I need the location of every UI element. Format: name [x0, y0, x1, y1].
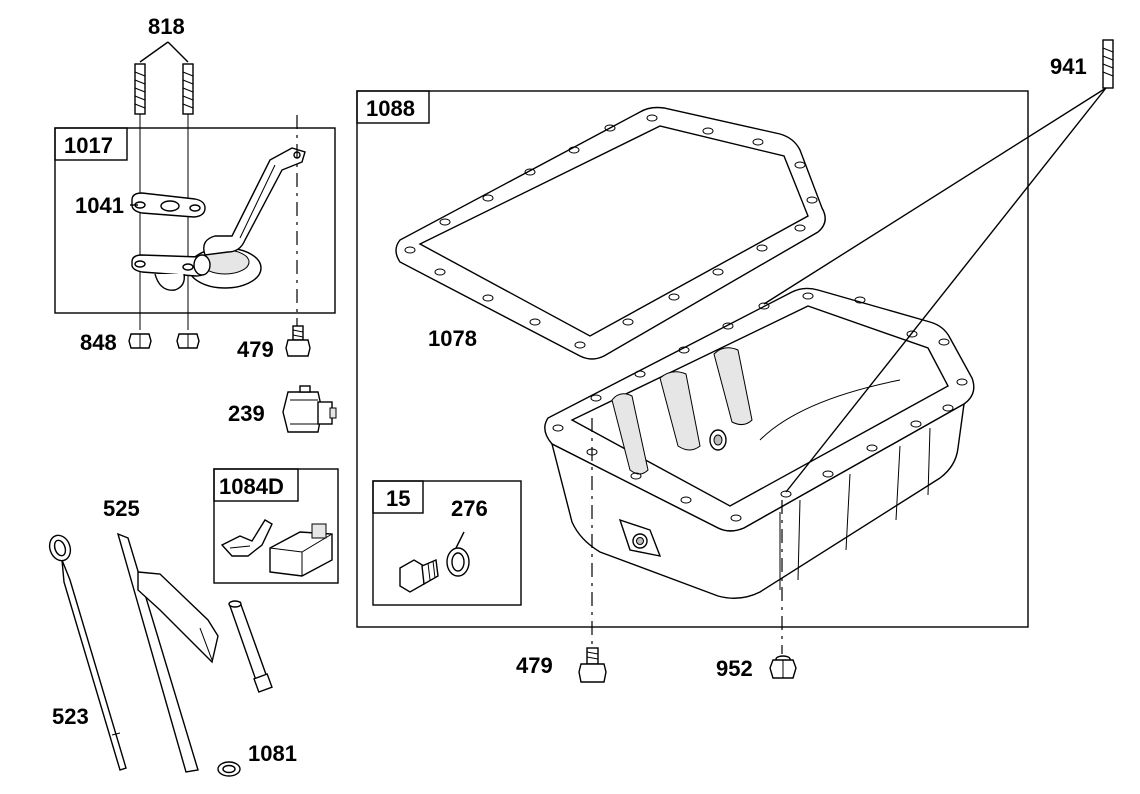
- callout-523[interactable]: 523: [52, 704, 89, 729]
- terminal-1084d[interactable]: [220, 519, 273, 557]
- callout-276[interactable]: 276: [451, 496, 488, 521]
- callout-1017[interactable]: 1017: [64, 133, 113, 158]
- plug-952[interactable]: [769, 655, 797, 679]
- stud-941[interactable]: [1102, 39, 1114, 89]
- callout-941[interactable]: 941: [1050, 54, 1087, 79]
- stud-818-right[interactable]: [182, 63, 194, 115]
- group-tag-1017: [54, 127, 128, 161]
- bolt-479-left[interactable]: [285, 325, 311, 357]
- sensor-239[interactable]: [282, 385, 337, 433]
- oil-pickup-1017[interactable]: [131, 147, 306, 291]
- gasket-1078[interactable]: [395, 106, 826, 360]
- callout-15[interactable]: 15: [386, 486, 410, 511]
- washer-276[interactable]: [446, 547, 470, 577]
- nut-848-right[interactable]: [176, 333, 200, 349]
- callout-818[interactable]: 818: [148, 14, 185, 39]
- callout-239[interactable]: 239: [228, 401, 265, 426]
- gasket-holes: [404, 114, 818, 349]
- group-box-15: [372, 480, 522, 606]
- pan-holes: [552, 292, 968, 522]
- leader-276: [455, 531, 465, 549]
- callout-479-left[interactable]: 479: [237, 337, 274, 362]
- callout-1084d[interactable]: 1084D: [219, 474, 284, 499]
- gasket-1041[interactable]: [131, 192, 206, 218]
- callout-952[interactable]: 952: [716, 656, 753, 681]
- group-tag-1084d: [213, 468, 299, 502]
- callout-1088[interactable]: 1088: [366, 96, 415, 121]
- stud-818-left[interactable]: [134, 63, 146, 115]
- dipstick-523[interactable]: [46, 532, 127, 771]
- connector-1084d[interactable]: [269, 523, 333, 577]
- dipstick-tube-525[interactable]: [116, 532, 219, 773]
- group-box-1017: [54, 127, 336, 314]
- nut-848-left[interactable]: [128, 333, 152, 349]
- group-tag-1088: [356, 90, 430, 124]
- callout-1078[interactable]: 1078: [428, 326, 477, 351]
- leader-818: [139, 41, 189, 63]
- callout-525[interactable]: 525: [103, 496, 140, 521]
- group-tag-15: [372, 480, 424, 514]
- group-box-1088: [356, 90, 1029, 628]
- ring-1081[interactable]: [217, 761, 241, 777]
- callout-1081[interactable]: 1081: [248, 741, 297, 766]
- tube-piece[interactable]: [228, 600, 273, 693]
- callout-479-bottom[interactable]: 479: [516, 653, 553, 678]
- bolt-479-bottom[interactable]: [578, 647, 607, 683]
- oil-pan-1088[interactable]: [544, 287, 975, 599]
- callout-848[interactable]: 848: [80, 330, 117, 355]
- drain-plug-15[interactable]: [399, 558, 439, 593]
- callout-1041[interactable]: 1041: [75, 193, 124, 218]
- leader-941: [763, 87, 1107, 493]
